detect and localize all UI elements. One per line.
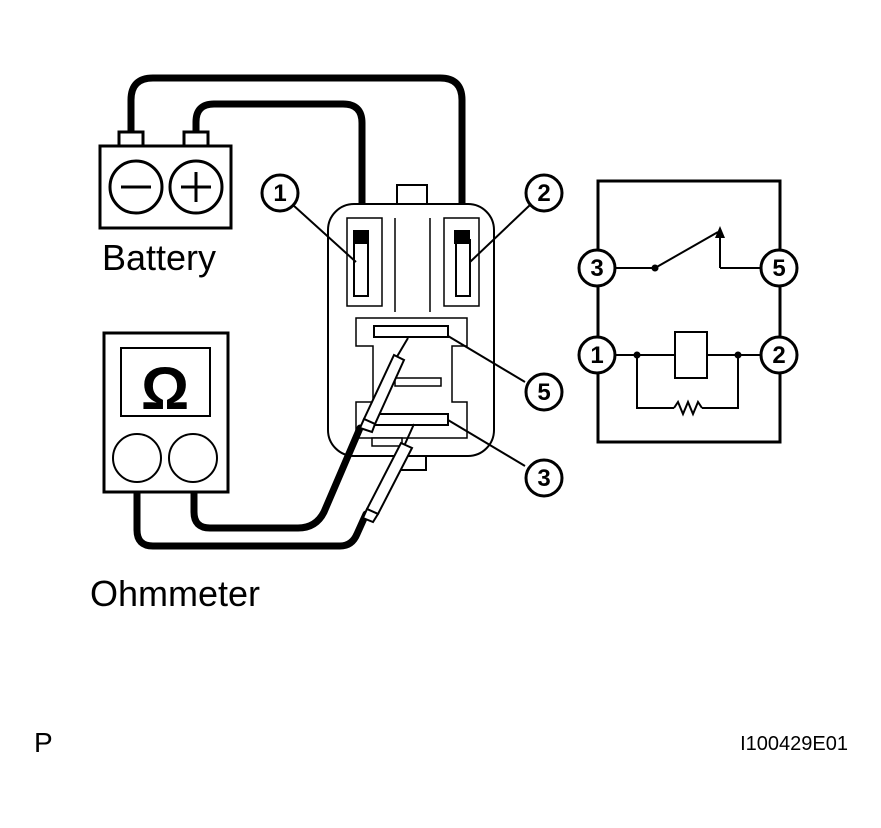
relay-schematic (596, 179, 782, 444)
omega-icon: Ω (141, 355, 189, 422)
switch-icon (654, 231, 719, 269)
ohmmeter-display (120, 347, 211, 417)
schematic-terminal-5-label: 5 (772, 255, 785, 282)
schematic-terminal-3 (577, 248, 617, 288)
resistor-icon (673, 399, 703, 417)
schematic-terminal-3-label: 3 (590, 255, 603, 282)
ohmmeter-label: Ohmmeter (90, 573, 260, 614)
battery-label: Battery (102, 237, 216, 278)
battery-wires (127, 74, 466, 242)
schematic-junctions (633, 226, 742, 359)
battery-icon (98, 130, 233, 230)
callout-3-circle (524, 458, 564, 498)
ohmmeter-lead-b (190, 424, 364, 532)
ohmmeter-jack-right (168, 433, 218, 483)
callout-1-circle (260, 173, 300, 213)
schematic-terminal-1 (577, 335, 617, 375)
schematic-frame (596, 179, 782, 444)
figure-id: I100429E01 (740, 733, 848, 755)
ohmmeter-wires (133, 424, 370, 550)
relay-blade-5 (373, 325, 449, 338)
relay-icon (327, 184, 495, 471)
callout-2-label: 2 (537, 180, 550, 207)
schematic-terminal-circles (577, 248, 799, 375)
ohmmeter-jack-left (112, 433, 162, 483)
callout-2-circle (524, 173, 564, 213)
callout-1-label: 1 (273, 180, 286, 207)
schematic-terminal-5 (759, 248, 799, 288)
schematic-terminal-2-label: 2 (772, 342, 785, 369)
relay-blade-3 (373, 413, 449, 426)
ohmmeter-lead-a (133, 488, 370, 550)
ohmmeter-icon (102, 331, 230, 494)
relay-pin-2 (455, 239, 471, 297)
callout-3-label: 3 (537, 465, 550, 492)
relay-pin-1 (353, 239, 369, 297)
relay-callouts (260, 173, 564, 498)
callout-5-circle (524, 372, 564, 412)
coil-icon (674, 331, 708, 379)
schematic-terminal-1-label: 1 (590, 342, 603, 369)
probe-icon (358, 337, 415, 524)
battery-positive-wire (192, 100, 366, 242)
schematic-terminal-2 (759, 335, 799, 375)
battery-negative-wire (127, 74, 466, 242)
callout-5-label: 5 (537, 379, 550, 406)
corner-letter: P (34, 727, 53, 758)
